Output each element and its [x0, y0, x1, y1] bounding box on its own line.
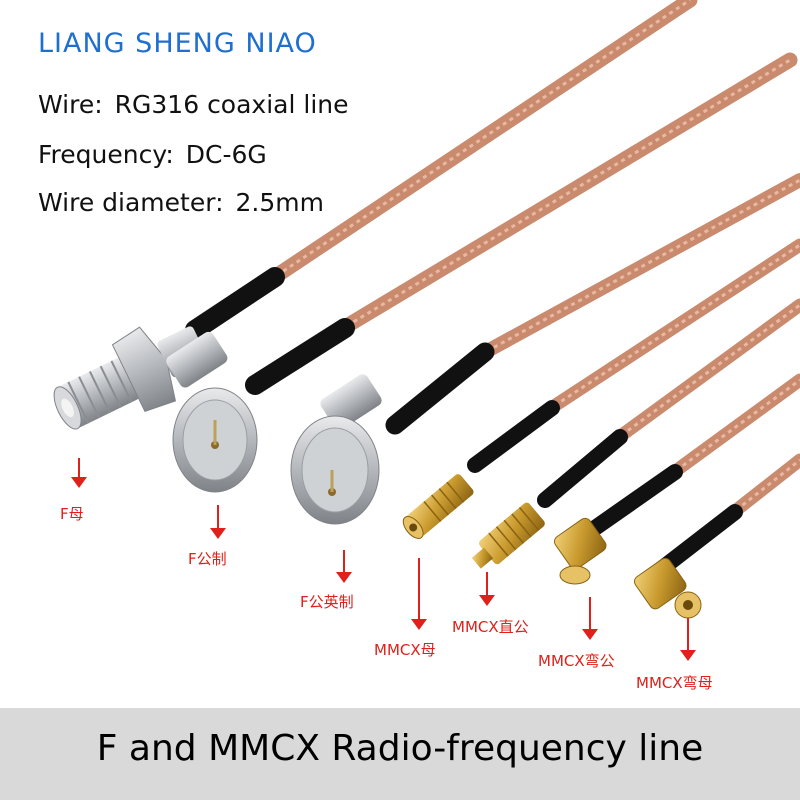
cable-2: [245, 52, 798, 395]
spec-wire-diameter: Wire diameter: 2.5mm: [38, 188, 324, 217]
cable-4: [467, 238, 800, 473]
mmcx-male-connector: [471, 502, 545, 569]
mmcx-right-angle-female-connector: [634, 557, 702, 619]
cable-7: [652, 453, 800, 578]
arrow-down-icon: [71, 458, 87, 488]
spec-wire-diameter-label: Wire diameter:: [38, 188, 224, 217]
label-f-male-imperial: F公英制: [300, 593, 354, 611]
arrow-down-icon: [479, 572, 495, 606]
label-f-female: F母: [60, 505, 84, 523]
spec-frequency-value: DC-6G: [185, 140, 267, 169]
arrow-down-icon: [582, 597, 598, 640]
arrow-down-icon: [680, 618, 696, 661]
spec-frequency: Frequency: DC-6G: [38, 140, 267, 169]
footer-title: F and MMCX Radio-frequency line: [96, 728, 704, 769]
f-male-metric-connector: [166, 331, 258, 493]
spec-wire-diameter-value: 2.5mm: [235, 188, 324, 217]
spec-wire-value: RG316 coaxial line: [114, 90, 349, 119]
label-mmcx-straight-male: MMCX直公: [452, 618, 529, 636]
label-mmcx-right-angle-male: MMCX弯公: [538, 652, 615, 670]
arrow-down-icon: [210, 505, 226, 539]
f-male-imperial-connector: [290, 374, 382, 525]
cable-3: [385, 173, 800, 435]
mmcx-right-angle-male-connector: [554, 517, 607, 585]
cable-5: [537, 298, 800, 508]
label-f-male-metric: F公制: [188, 550, 227, 568]
mmcx-female-connector: [402, 474, 474, 539]
cable-1: [185, 0, 698, 340]
arrow-down-icon: [411, 558, 427, 630]
spec-wire: Wire: RG316 coaxial line: [38, 90, 349, 119]
brand-name: LIANG SHENG NIAO: [38, 28, 317, 59]
arrow-down-icon: [336, 550, 352, 583]
cable-6: [577, 373, 800, 543]
label-mmcx-female: MMCX母: [374, 641, 436, 659]
spec-wire-label: Wire:: [38, 90, 103, 119]
spec-frequency-label: Frequency:: [38, 140, 174, 169]
label-mmcx-right-angle-female: MMCX弯母: [636, 674, 713, 692]
footer-banner: F and MMCX Radio-frequency line: [0, 708, 800, 800]
